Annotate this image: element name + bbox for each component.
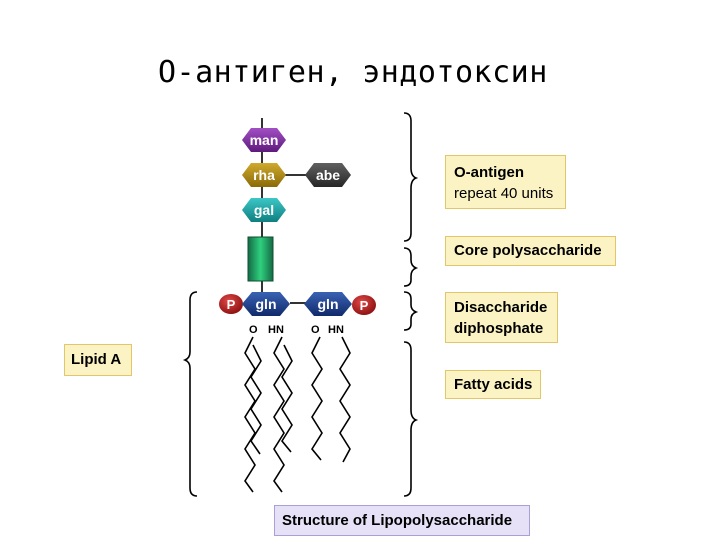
sugar-rha-label: rha xyxy=(253,167,275,183)
phosphate-left-label: P xyxy=(227,297,236,312)
phosphate-left: P xyxy=(219,294,243,314)
brace-fatty-acids xyxy=(403,341,419,497)
caption-text: Structure of Lipopolysaccharide xyxy=(282,512,513,529)
phosphate-right: P xyxy=(352,295,376,315)
bond-label-o-left: O xyxy=(249,324,258,336)
core-polysaccharide-label: Core polysaccharide xyxy=(454,242,602,259)
sugar-man: man xyxy=(242,128,286,152)
sugar-abe-label: abe xyxy=(316,167,340,183)
fatty-acid-chain xyxy=(244,336,256,493)
fatty-acid-chain xyxy=(339,336,351,463)
sugar-gal: gal xyxy=(242,198,286,222)
disaccharide-label-box: Disaccharide diphosphate xyxy=(445,292,558,343)
sugar-abe: abe xyxy=(305,163,351,187)
phosphate-right-label: P xyxy=(360,298,369,313)
brace-o-antigen xyxy=(403,112,419,242)
fatty-acid-chain xyxy=(281,344,293,453)
o-antigen-subtitle: repeat 40 units xyxy=(454,185,554,202)
brace-disaccharide xyxy=(403,291,419,331)
core-polysaccharide-label-box: Core polysaccharide xyxy=(445,236,616,266)
brace-lipid-a xyxy=(182,291,198,497)
sugar-man-label: man xyxy=(250,132,279,148)
bond-label-hn-right: HN xyxy=(328,324,344,336)
o-antigen-label-box: O-antigen repeat 40 units xyxy=(445,155,566,209)
lipid-a-label-box: Lipid A xyxy=(64,344,132,376)
fatty-acid-chain xyxy=(273,336,285,493)
bond-label-o-right: O xyxy=(311,324,320,336)
lipid-a-label: Lipid A xyxy=(71,351,122,368)
o-antigen-title: O-antigen xyxy=(454,164,524,181)
fatty-acids-label: Fatty acids xyxy=(454,376,533,393)
sugar-gal-label: gal xyxy=(254,202,274,218)
sugar-gln-right-label: gln xyxy=(318,296,339,312)
sugar-gln-left-label: gln xyxy=(256,296,277,312)
slide-title: O-антиген, эндотоксин xyxy=(158,55,548,90)
sugar-gln-left: gln xyxy=(242,292,290,316)
sugar-gln-right: gln xyxy=(304,292,352,316)
caption-box: Structure of Lipopolysaccharide xyxy=(274,505,530,536)
fatty-acid-chain xyxy=(250,344,262,455)
core-block xyxy=(247,236,274,282)
fatty-acid-chain xyxy=(311,336,323,461)
brace-core xyxy=(403,247,419,287)
disaccharide-label-line2: diphosphate xyxy=(454,320,544,337)
fatty-acids-label-box: Fatty acids xyxy=(445,370,541,399)
sugar-rha: rha xyxy=(242,163,286,187)
bond-label-hn-left: HN xyxy=(268,324,284,336)
disaccharide-label-line1: Disaccharide xyxy=(454,299,548,316)
